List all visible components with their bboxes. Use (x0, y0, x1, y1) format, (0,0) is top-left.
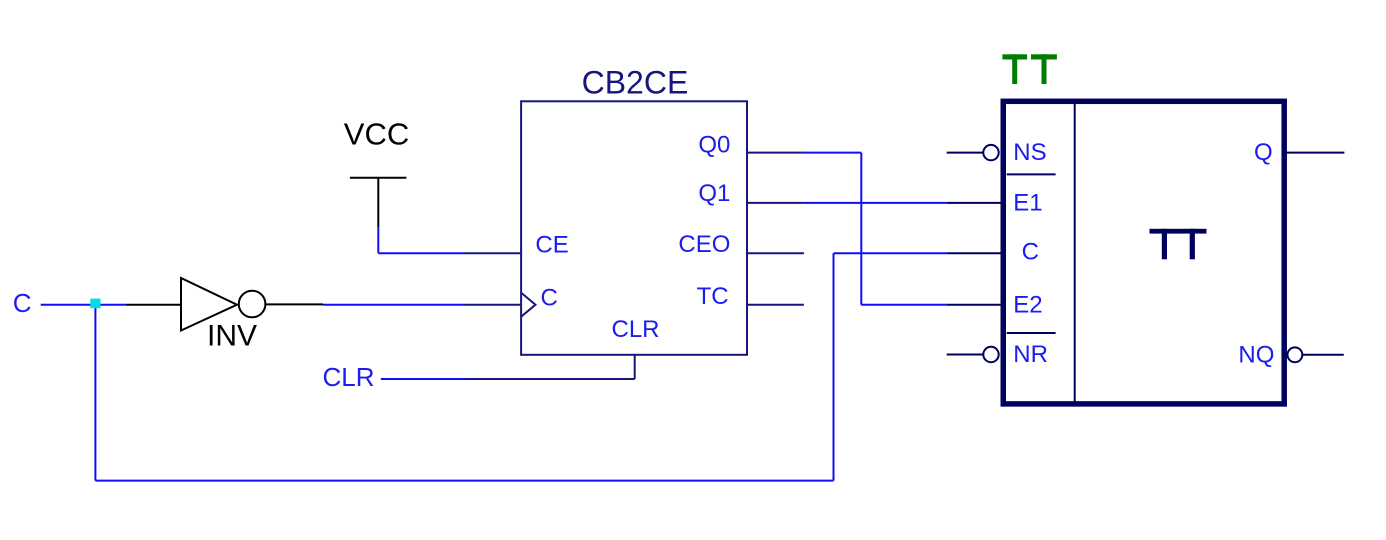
svg-text:INV: INV (207, 320, 257, 353)
svg-text:E2: E2 (1013, 291, 1042, 318)
svg-text:Q0: Q0 (698, 132, 730, 159)
svg-text:C: C (541, 284, 558, 311)
svg-text:CEO: CEO (678, 231, 730, 258)
svg-text:NR: NR (1013, 341, 1048, 368)
svg-text:CLR: CLR (323, 362, 375, 392)
svg-text:C: C (13, 288, 32, 318)
svg-text:CLR: CLR (612, 316, 660, 343)
svg-text:VCC: VCC (344, 117, 409, 152)
svg-text:CE: CE (535, 232, 568, 259)
svg-text:NQ: NQ (1238, 341, 1274, 368)
svg-text:Q: Q (1254, 139, 1273, 166)
svg-text:Q1: Q1 (698, 180, 730, 207)
svg-text:TC: TC (697, 283, 729, 310)
svg-text:NS: NS (1013, 139, 1046, 166)
svg-text:E1: E1 (1013, 190, 1042, 217)
svg-text:CB2CE: CB2CE (582, 65, 689, 101)
svg-text:C: C (1022, 238, 1039, 265)
